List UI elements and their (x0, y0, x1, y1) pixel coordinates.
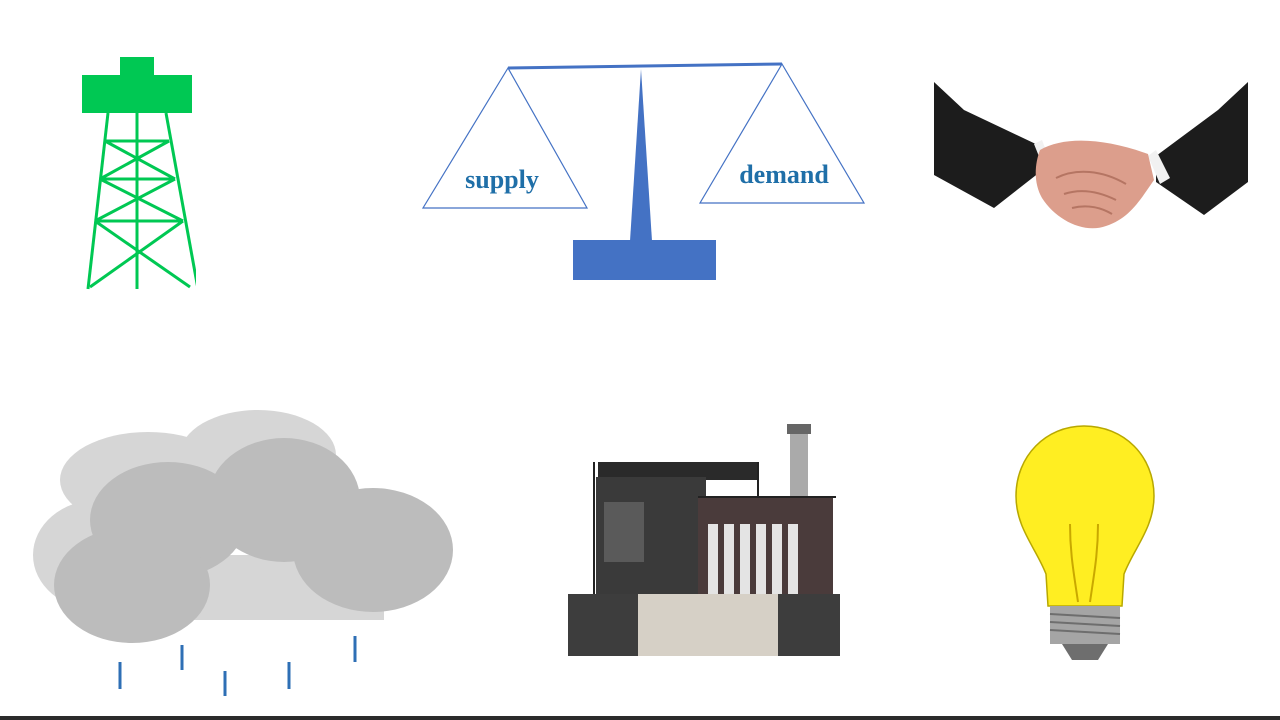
light-bulb-icon (1015, 425, 1155, 660)
bottom-divider (0, 716, 1280, 720)
transmission-tower-icon (82, 57, 196, 290)
balance-scale-icon: supply demand (421, 62, 866, 280)
supply-label: supply (465, 165, 539, 194)
rain-cloud-icon (33, 410, 453, 696)
demand-label: demand (739, 160, 829, 189)
power-plant-icon (568, 424, 840, 656)
handshake-icon (934, 82, 1248, 229)
